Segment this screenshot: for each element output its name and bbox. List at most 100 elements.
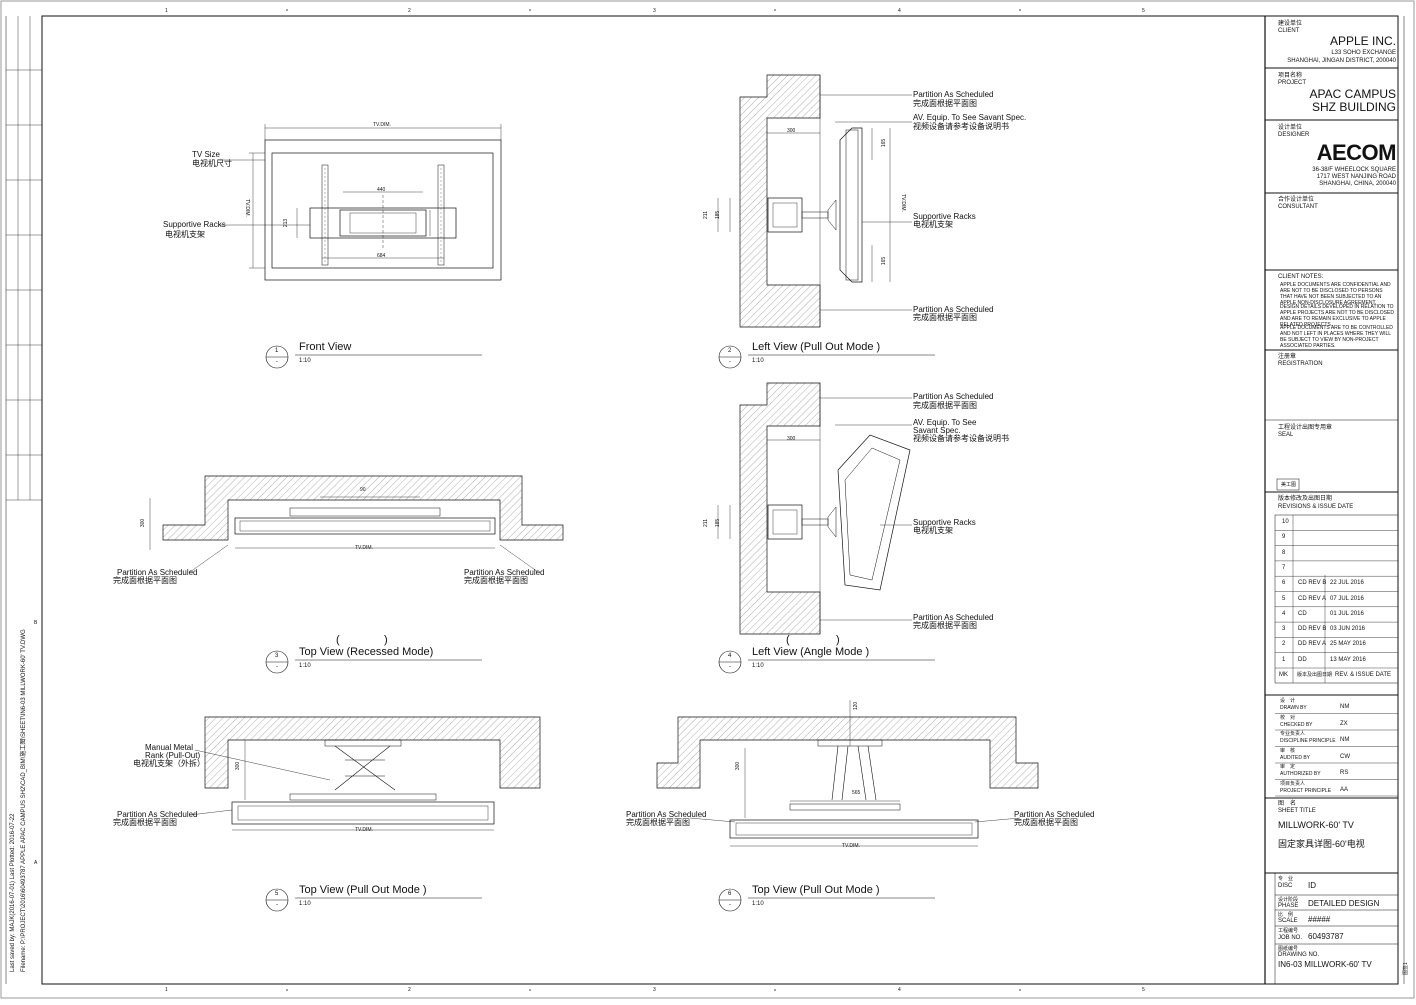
supportive-racks-label-v4: Supportive Racks xyxy=(913,518,976,527)
dim-165-v2-top: 165 xyxy=(881,138,888,148)
manual-rack-label-cn: 电视机支架（外拆） xyxy=(133,759,205,768)
view-3-sub: - xyxy=(276,664,278,670)
grid-reference-marks xyxy=(286,9,1021,991)
registration-cn: 注册章 xyxy=(1278,354,1297,360)
role-label: DISCIPLINE PRINCIPLE xyxy=(1280,738,1336,744)
revision-code: DD REV A xyxy=(1298,641,1327,648)
dim-211-v4: 211 xyxy=(702,519,709,527)
role-cn: 校 对 xyxy=(1280,714,1296,721)
client-label: CLIENT xyxy=(1278,28,1300,34)
role-cn: 项目负责人 xyxy=(1280,780,1306,787)
phase-value: DETAILED DESIGN xyxy=(1308,899,1380,908)
sheet-title-label: SHEET TITLE xyxy=(1278,808,1316,814)
title-block-lines xyxy=(1265,67,1399,984)
client-note-1: APPLE DOCUMENTS ARE CONFIDENTIAL AND ARE… xyxy=(1280,282,1391,306)
av-equip-label-v4-line2: Savant Spec. xyxy=(913,426,961,435)
scale-cn: 比 例 xyxy=(1278,912,1294,918)
disc-label: DISC xyxy=(1278,883,1293,889)
revisions-label: REVISIONS & ISSUE DATE xyxy=(1278,504,1354,510)
designer-label: DESIGNER xyxy=(1278,132,1310,138)
revision-date: 07 JUL 2016 xyxy=(1330,595,1364,602)
role-value: NM xyxy=(1340,737,1350,743)
aecom-logo: AECOM xyxy=(1316,140,1397,165)
dim-185-v2: 185 xyxy=(715,210,722,220)
job-label: JOB NO. xyxy=(1278,935,1303,941)
grid-col-top-5: 5 xyxy=(1142,8,1145,14)
role-cn: 设 计 xyxy=(1280,698,1296,704)
grid-tick xyxy=(774,989,776,991)
client-note-2: DESIGN DETAILS DEVELOPED IN RELATION TO … xyxy=(1280,304,1394,328)
partition-label-v3-left: Partition As Scheduled xyxy=(117,568,198,577)
registration-label: REGISTRATION xyxy=(1278,361,1323,367)
drawing-label: DRAWING NO. xyxy=(1278,952,1320,958)
dim-300-v6: 300 xyxy=(735,761,742,771)
view4-left-view-angle xyxy=(717,382,912,635)
drawing-value: IN6-03 MILLWORK-60' TV xyxy=(1278,960,1372,969)
project-name-1: APAC CAMPUS xyxy=(1309,87,1396,101)
revision-date: 13 MAY 2016 xyxy=(1330,656,1366,663)
project-name-2: SHZ BUILDING xyxy=(1311,100,1396,114)
view-4-title: Left View (Angle Mode ) xyxy=(752,646,870,658)
revision-date: 03 JUN 2016 xyxy=(1330,626,1366,633)
client-note-3: APPLE DOCUMENTS ARE TO BE CONTROLLED AND… xyxy=(1280,325,1393,349)
view-3-title: Top View (Recessed Mode) xyxy=(299,646,434,658)
client-addr2: SHANGHAI, JINGAN DISTRICT, 200040 xyxy=(1287,58,1396,64)
grid-col-bottom-5: 5 xyxy=(1142,987,1145,993)
partition-label-v4-top: Partition As Scheduled xyxy=(913,392,994,401)
tv-size-label: TV Size xyxy=(192,150,221,159)
view-2-scale: 1:10 xyxy=(752,358,764,364)
dim-211-v2: 211 xyxy=(702,211,709,219)
revision-number: 3 xyxy=(1282,626,1286,633)
role-value: ZX xyxy=(1340,720,1348,727)
view-1-number: 1 xyxy=(275,348,279,354)
scale-label: SCALE xyxy=(1278,918,1298,924)
title-block-row-lines xyxy=(1275,530,1398,797)
dim-565-v6: 565 xyxy=(852,790,861,796)
client-addr1: L33 SOHO EXCHANGE xyxy=(1331,50,1396,56)
revision-number: 5 xyxy=(1282,595,1286,602)
supportive-racks-label-v1-cn: 电视机支架 xyxy=(165,230,205,239)
grid-tick xyxy=(774,9,776,11)
tv-size-label-cn: 电视机尺寸 xyxy=(192,159,232,168)
grid-tick xyxy=(286,9,288,11)
paren-right-v3: ) xyxy=(384,634,388,646)
view-title-markers xyxy=(265,345,935,912)
role-value: CW xyxy=(1340,753,1350,760)
dim-300-v5: 300 xyxy=(235,761,242,771)
grid-col-bottom-4: 4 xyxy=(898,987,901,993)
view-6-title: Top View (Pull Out Mode ) xyxy=(752,884,880,896)
partition-label-v2-top: Partition As Scheduled xyxy=(913,90,994,99)
client-name: APPLE INC. xyxy=(1329,34,1396,48)
paren-left-v4: ( xyxy=(786,634,790,646)
dim-165-v2-bottom: 165 xyxy=(881,256,888,266)
av-equip-label-v4-line1: AV. Equip. To See xyxy=(913,418,977,427)
dim-684: 684 xyxy=(377,253,386,259)
role-cn: 审 核 xyxy=(1280,747,1296,754)
av-equip-label-v4-cn: 视频设备请参考设备说明书 xyxy=(913,434,1009,443)
revision-number: 4 xyxy=(1282,610,1286,617)
revision-code: CD REV A xyxy=(1298,595,1327,602)
revision-code: DD REV B xyxy=(1298,626,1327,633)
dim-tv-dim-v2: TV.DIM. xyxy=(899,194,906,212)
view-3-scale: 1:10 xyxy=(299,663,311,669)
manual-rack-label-line1: Manual Metal xyxy=(145,743,194,752)
partition-label-v5-cn: 完成面根据平面图 xyxy=(113,818,177,827)
view-5-sub: - xyxy=(276,902,278,908)
phase-label: PHASE xyxy=(1278,903,1299,909)
seal-cn: 工程设计出图专用章 xyxy=(1278,425,1333,431)
view-5-number: 5 xyxy=(275,891,279,897)
rev-header-cn: 版本及出图日期 xyxy=(1297,672,1333,678)
grid-col-bottom-3: 3 xyxy=(653,987,656,993)
supportive-racks-label-v1: Supportive Racks xyxy=(163,220,226,229)
job-value: 60493787 xyxy=(1308,932,1344,941)
dim-tv-dim-v6: TV.DIM. xyxy=(842,843,860,849)
left-strip-table xyxy=(6,16,42,501)
view-4-scale: 1:10 xyxy=(752,663,764,669)
disc-value: ID xyxy=(1308,881,1316,890)
revision-number: 8 xyxy=(1282,549,1286,556)
revision-date: 25 MAY 2016 xyxy=(1330,641,1366,648)
grid-col-top-3: 3 xyxy=(653,8,656,14)
av-equip-label-v2: AV. Equip. To See Savant Spec. xyxy=(913,113,1027,122)
